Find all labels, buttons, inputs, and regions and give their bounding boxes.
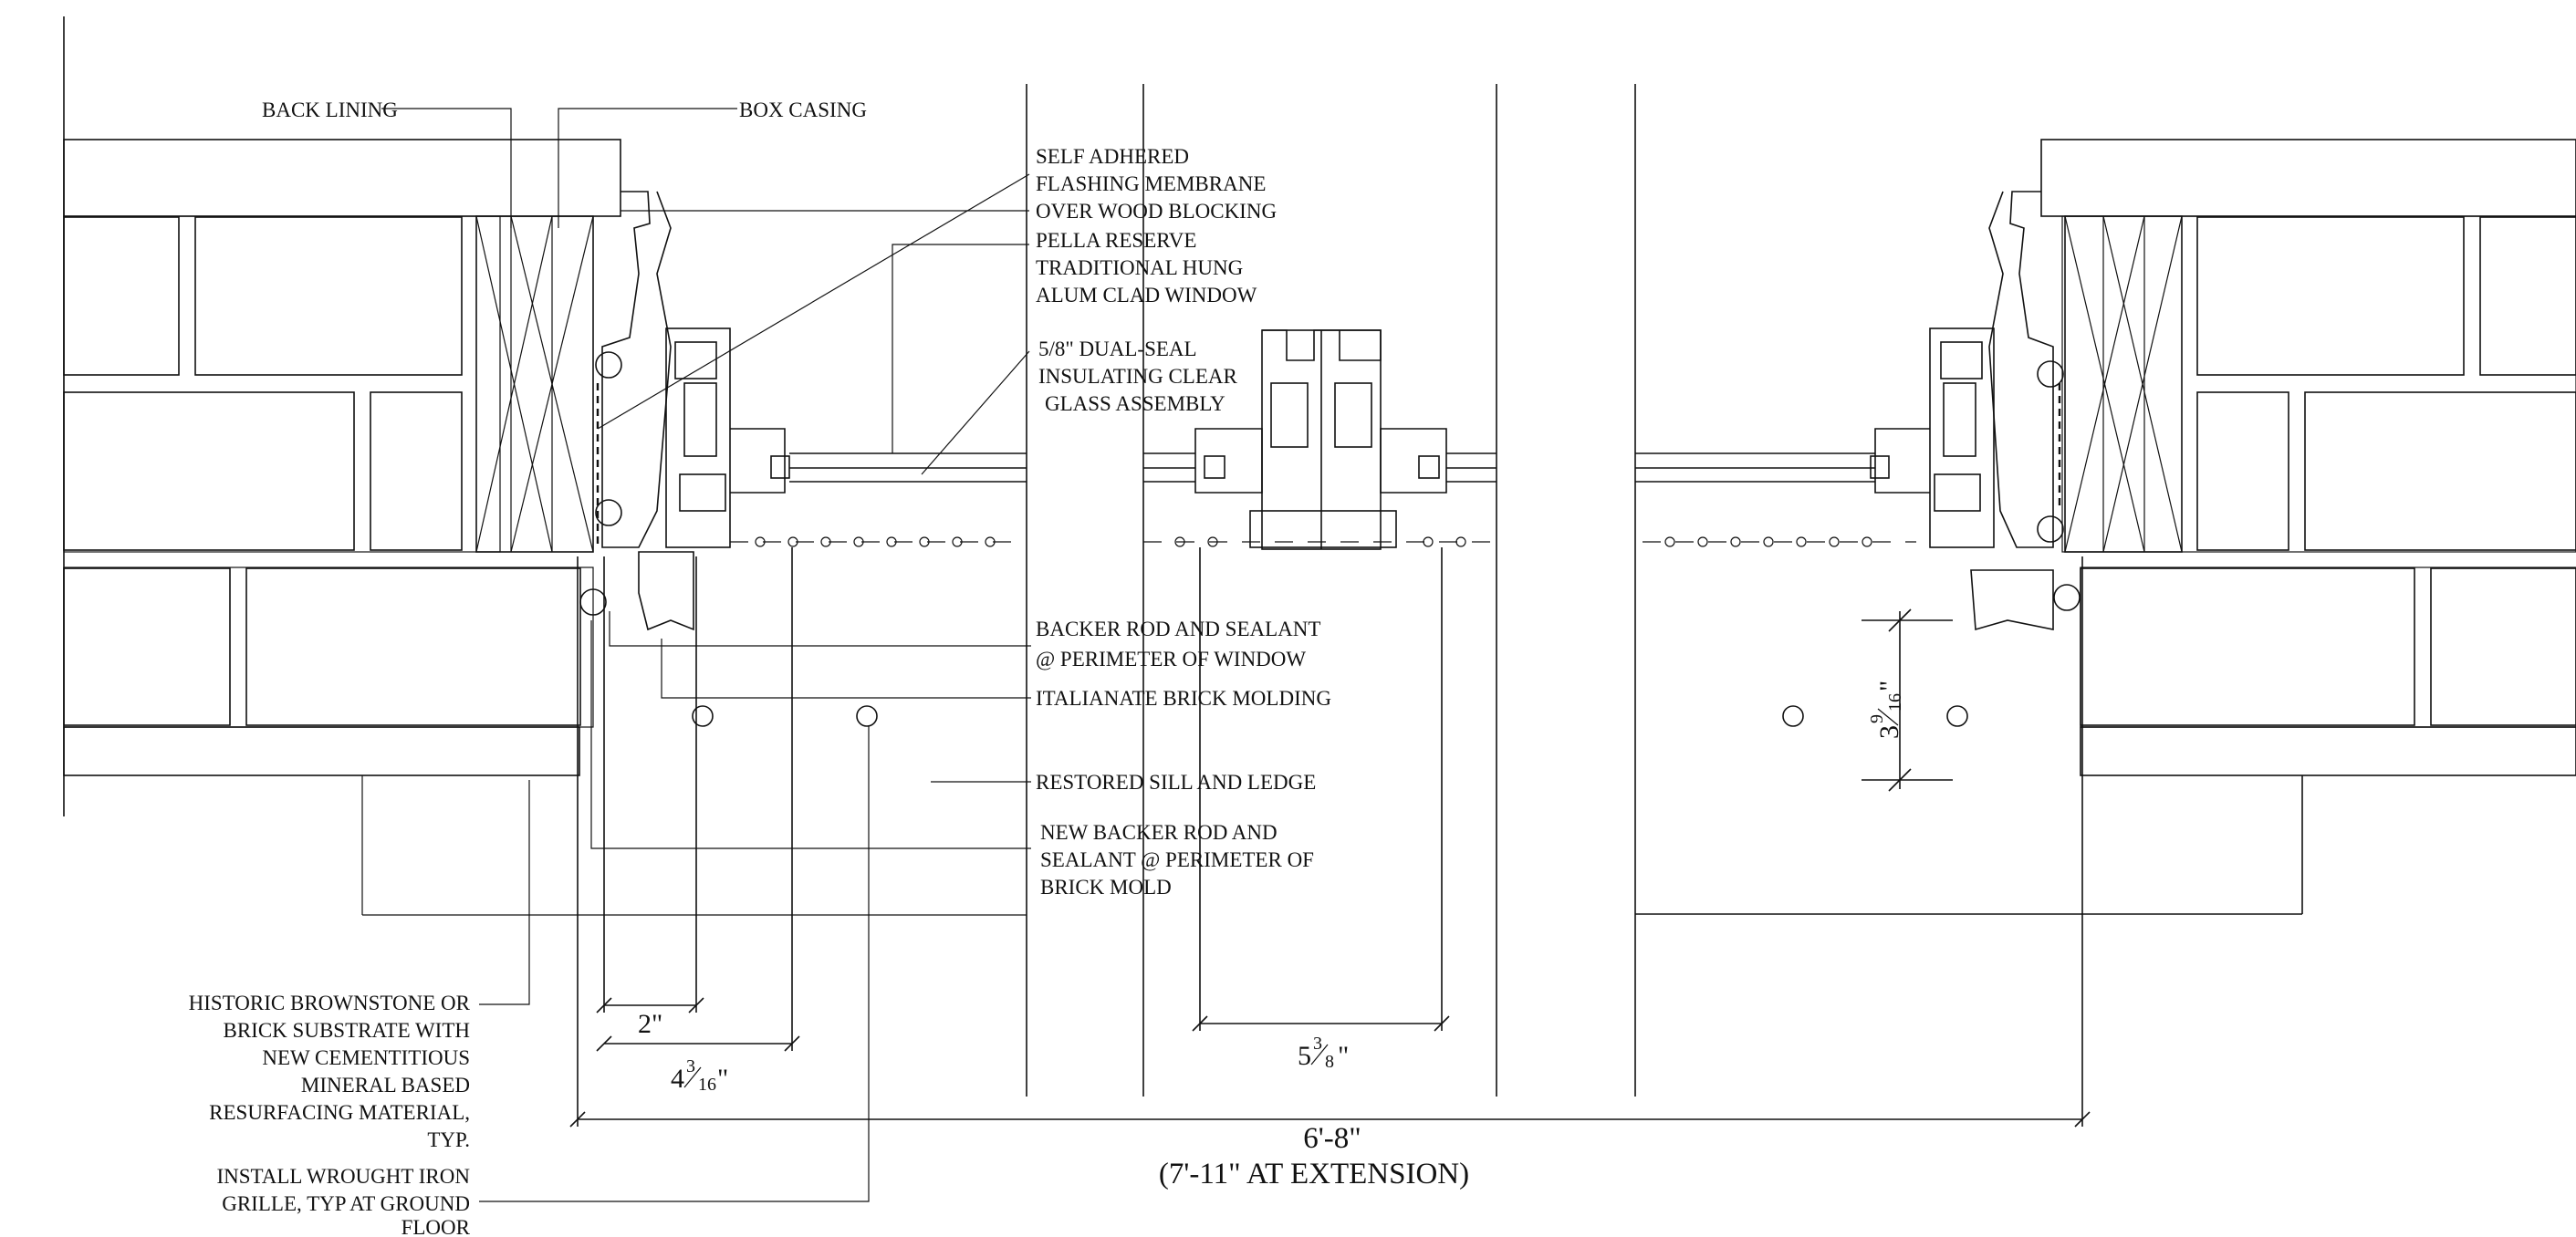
dim-4-3-16: 4 3 16 "	[671, 1056, 728, 1095]
label-grille-3: FLOOR	[402, 1216, 471, 1237]
label-window-1: PELLA RESERVE	[1036, 229, 1196, 252]
svg-text:": "	[717, 1064, 728, 1094]
right-lintel	[2040, 139, 2576, 217]
label-restored-sill: RESTORED SILL AND LEDGE	[1036, 771, 1316, 794]
left-brick	[63, 567, 231, 726]
left-mortar	[63, 215, 501, 553]
left-jamb	[63, 16, 1027, 816]
label-new-backer-2: SEALANT @ PERIMETER OF	[1040, 848, 1314, 871]
left-backer-rod	[595, 351, 622, 379]
svg-text:4: 4	[671, 1064, 684, 1094]
left-wood-blocking	[475, 215, 594, 553]
dim-3-9-16: 3 9 16 "	[1867, 681, 1905, 739]
right-brick	[2196, 391, 2289, 551]
leader-lines	[361, 108, 1031, 1202]
right-brick	[2080, 567, 2415, 726]
label-flashing-3: OVER WOOD BLOCKING	[1036, 200, 1277, 223]
center-mullion	[1026, 84, 1636, 1097]
svg-text:3: 3	[1874, 725, 1904, 739]
right-brick	[2196, 216, 2465, 376]
svg-text:16: 16	[1885, 693, 1905, 712]
left-backer-rod	[595, 499, 622, 526]
right-mortar	[2061, 215, 2576, 553]
grille-bar	[1946, 705, 1968, 727]
label-brownstone-2: BRICK SUBSTRATE WITH	[224, 1019, 471, 1042]
label-backer-rod-1: BACKER ROD AND SEALANT	[1036, 618, 1320, 640]
right-brick-molding	[1970, 569, 2054, 631]
left-brick	[63, 216, 180, 376]
dim-2in: 2"	[638, 1009, 662, 1039]
label-back-lining: BACK LINING	[262, 99, 398, 121]
annotations: BACK LINING BOX CASING SELF ADHERED FLAS…	[189, 99, 1331, 1237]
svg-text:": "	[1874, 681, 1904, 691]
label-glass-3: GLASS ASSEMBLY	[1045, 392, 1225, 415]
label-brownstone-1: HISTORIC BROWNSTONE OR	[189, 992, 471, 1014]
right-window-frame	[1929, 327, 1995, 548]
grille-bar	[1782, 705, 1804, 727]
right-backer-rod	[2053, 584, 2081, 611]
label-new-backer-1: NEW BACKER ROD AND	[1040, 821, 1278, 844]
left-brick	[63, 391, 355, 551]
left-brick	[194, 216, 463, 376]
dim-extension: (7'-11" AT EXTENSION)	[1159, 1158, 1469, 1190]
svg-text:9: 9	[1867, 714, 1887, 723]
dimension-lines	[569, 547, 2091, 1128]
right-brick	[2479, 216, 2576, 376]
left-window-frame	[665, 327, 731, 548]
svg-text:5: 5	[1298, 1041, 1311, 1071]
grille-bar	[692, 705, 714, 727]
label-brownstone-4: MINERAL BASED	[301, 1074, 470, 1097]
label-brownstone-3: NEW CEMENTITIOUS	[262, 1046, 470, 1069]
grille-bar	[856, 705, 878, 727]
left-lintel	[63, 139, 621, 217]
left-backer-rod	[579, 588, 607, 616]
left-brick	[370, 391, 463, 551]
label-flashing-1: SELF ADHERED	[1036, 145, 1189, 168]
right-backer-rod	[2037, 515, 2064, 543]
label-grille-2: GRILLE, TYP AT GROUND	[222, 1192, 470, 1215]
label-brownstone-6: TYP.	[427, 1128, 470, 1151]
label-glass-2: INSULATING CLEAR	[1038, 365, 1238, 388]
label-backer-rod-2: @ PERIMETER OF WINDOW	[1036, 648, 1306, 670]
dim-5-3-8: 5 3 8 "	[1298, 1034, 1349, 1072]
svg-text:3: 3	[686, 1056, 695, 1076]
label-brownstone-5: RESURFACING MATERIAL,	[209, 1101, 470, 1124]
svg-text:16: 16	[698, 1075, 716, 1095]
label-window-3: ALUM CLAD WINDOW	[1036, 284, 1257, 307]
right-wood-blocking	[2064, 215, 2183, 553]
label-flashing-2: FLASHING MEMBRANE	[1036, 172, 1266, 195]
svg-text:": "	[1338, 1041, 1349, 1071]
dim-overall: 6'-8"	[1303, 1122, 1361, 1155]
right-backer-rod	[2037, 360, 2064, 388]
right-concrete-ledge	[2080, 726, 2576, 776]
label-grille-1: INSTALL WROUGHT IRON	[216, 1165, 470, 1188]
left-brick	[245, 567, 581, 726]
label-window-2: TRADITIONAL HUNG	[1036, 256, 1243, 279]
right-jamb	[1635, 139, 2576, 915]
right-brick	[2430, 567, 2576, 726]
label-box-casing: BOX CASING	[739, 99, 867, 121]
right-brick	[2304, 391, 2576, 551]
right-casing-profile	[1988, 191, 2054, 548]
left-mortar-lower	[63, 567, 594, 728]
svg-text:3: 3	[1313, 1034, 1322, 1054]
svg-text:8: 8	[1325, 1052, 1334, 1072]
dimension-text: 2" 4 3 16 " 5 3 8 " 3 9 16 " 6'-8" (7'-1…	[638, 681, 1905, 1190]
left-brick-molding	[638, 551, 694, 631]
left-concrete-ledge	[63, 726, 580, 776]
label-brick-molding: ITALIANATE BRICK MOLDING	[1036, 687, 1331, 710]
left-casing-profile	[601, 191, 672, 548]
label-glass-1: 5/8" DUAL-SEAL	[1038, 338, 1197, 360]
label-new-backer-3: BRICK MOLD	[1040, 876, 1172, 899]
